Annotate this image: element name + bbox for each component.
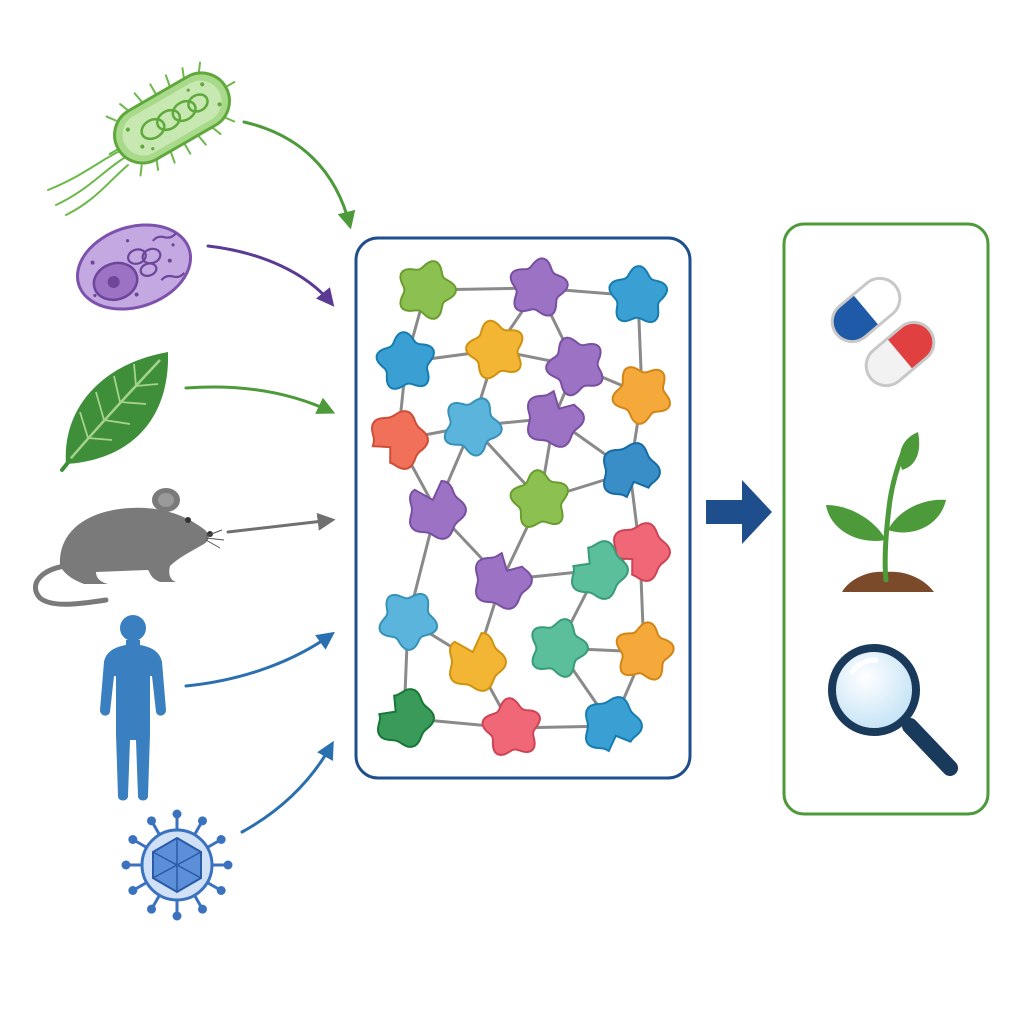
source-arrows [184, 120, 356, 834]
output-arrow [706, 480, 772, 544]
mouse-icon [33, 488, 225, 607]
protein-node [378, 593, 439, 651]
arrow-mouse [226, 512, 336, 534]
protein-node [481, 697, 541, 757]
protein-node [611, 366, 672, 425]
sprout-icon [826, 432, 946, 592]
protein-node [443, 397, 503, 457]
leaf-icon [60, 352, 169, 472]
bacterium-icon [47, 61, 236, 216]
magnifier-icon [828, 644, 958, 776]
protein-node [376, 688, 436, 748]
protein-node [615, 621, 675, 681]
virus-icon [121, 809, 233, 921]
protein-node [602, 442, 661, 499]
human-icon [100, 615, 166, 801]
protein-node [399, 260, 458, 320]
protein-node [375, 331, 435, 390]
protein-node [545, 336, 604, 397]
protein-node [474, 551, 533, 610]
protein-node [608, 265, 669, 324]
protein-node [370, 410, 430, 471]
capsule-icon [830, 276, 936, 388]
source-organisms [33, 61, 236, 921]
protein-node [509, 257, 569, 317]
network-nodes [370, 257, 675, 757]
cell-icon [75, 223, 193, 311]
protein-node [526, 389, 585, 448]
protein-node [584, 696, 643, 753]
protein-node [509, 469, 569, 529]
arrow-leaf [184, 385, 336, 414]
protein-node [570, 540, 630, 600]
protein-node [448, 632, 507, 692]
arrow-virus [240, 740, 334, 834]
arrow-cell [206, 244, 335, 307]
protein-node [465, 319, 524, 380]
arrow-bacterium [242, 120, 356, 230]
protein-node [612, 522, 672, 583]
protein-node [531, 618, 590, 678]
arrow-human [184, 631, 335, 688]
protein-node [408, 480, 467, 540]
